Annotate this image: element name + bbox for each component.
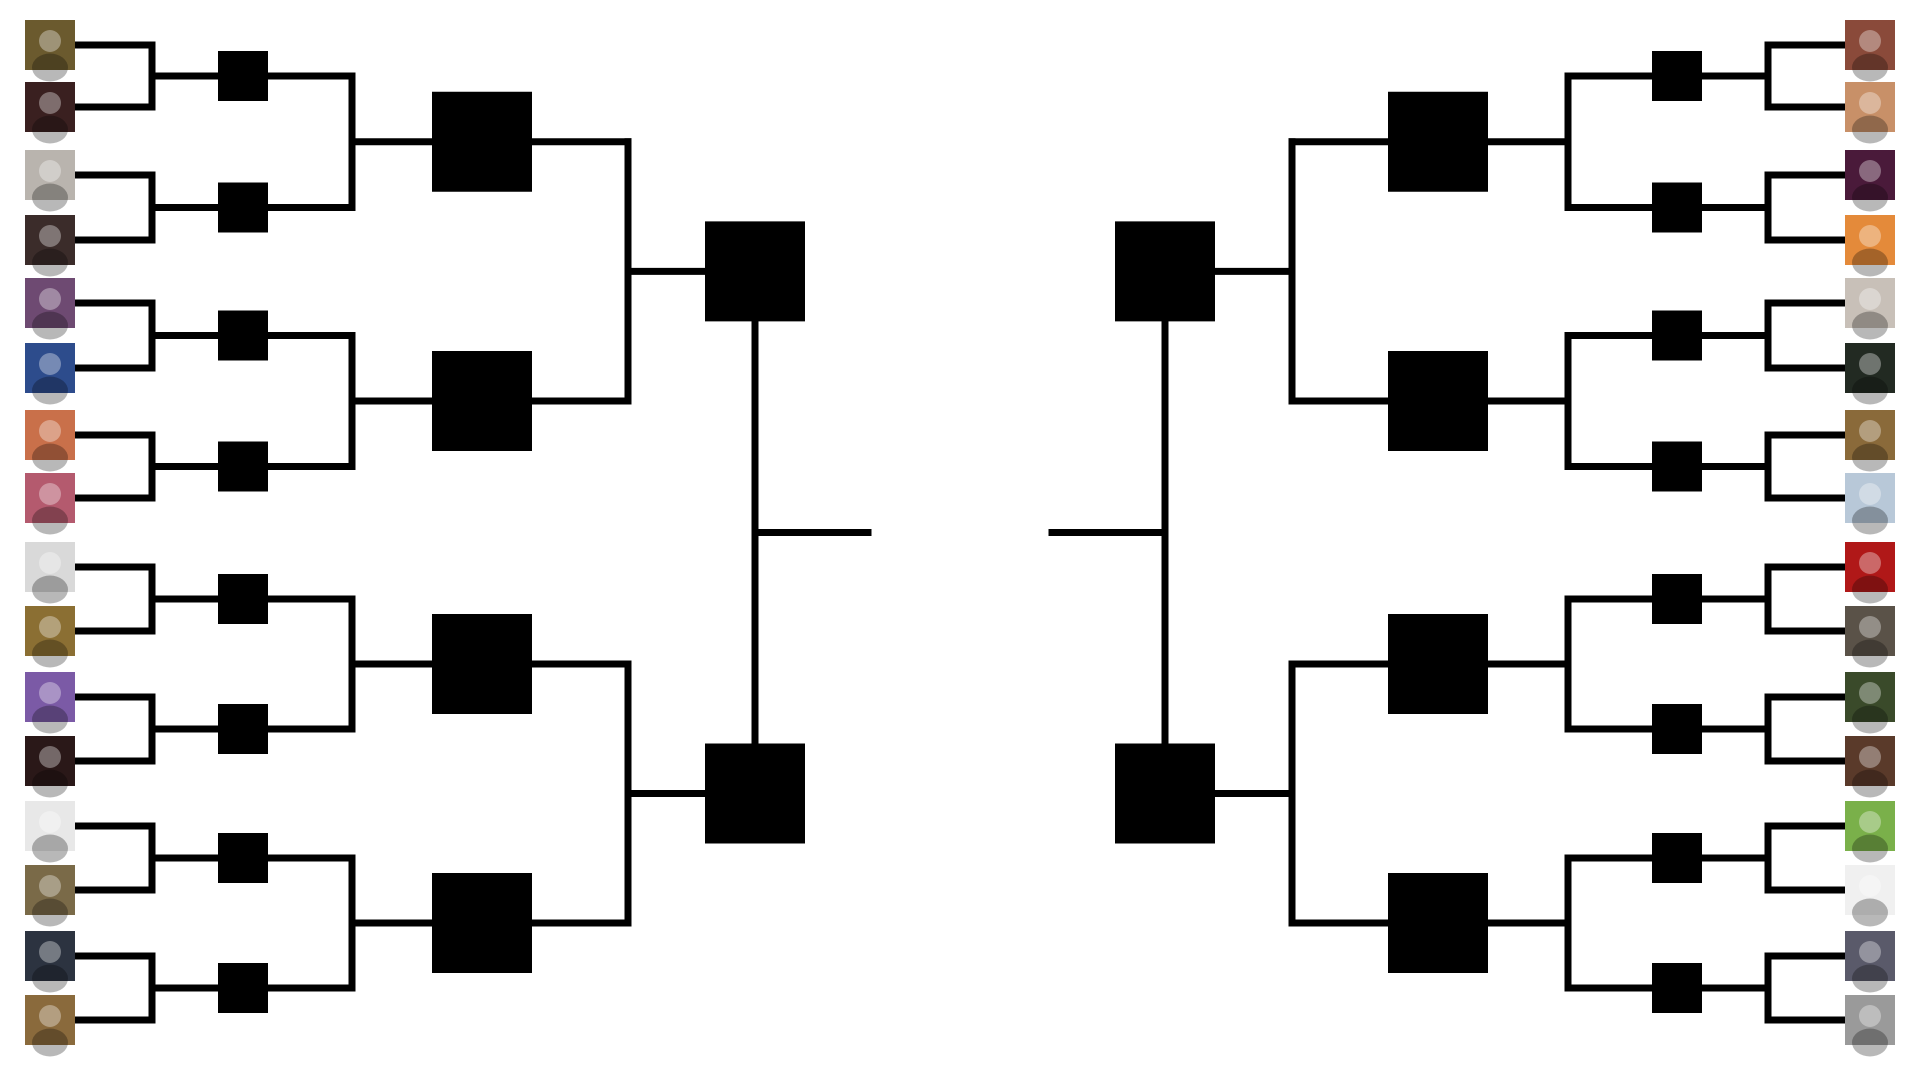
- left-entrant-4: [25, 215, 75, 277]
- right-entrant-5: [1845, 278, 1895, 340]
- bracket-entrants: [25, 20, 1895, 1057]
- left-round2-slot-1: [218, 51, 268, 101]
- left-round2-slot-3: [218, 310, 268, 361]
- left-round2-slot-6: [218, 704, 268, 754]
- left-entrant-2: [25, 82, 75, 144]
- left-round2-slot-5: [218, 574, 268, 624]
- right-entrant-4: [1845, 215, 1895, 277]
- left-semifinal-slot-2: [705, 743, 805, 844]
- left-round2-slot-2: [218, 182, 268, 233]
- left-entrant-7: [25, 410, 75, 472]
- left-entrant-15: [25, 931, 75, 993]
- right-round2-slot-1: [1652, 51, 1702, 101]
- right-entrant-6: [1845, 343, 1895, 405]
- right-entrant-10: [1845, 606, 1895, 668]
- right-entrant-13: [1845, 801, 1895, 863]
- left-entrant-9: [25, 542, 75, 604]
- right-entrant-14: [1845, 865, 1895, 927]
- right-semifinal-slot-1: [1115, 221, 1215, 322]
- right-entrant-8: [1845, 473, 1895, 535]
- left-round3-slot-1: [432, 91, 532, 192]
- right-semifinal-slot-2: [1115, 743, 1215, 844]
- left-round2-slot-7: [218, 833, 268, 883]
- right-round2-slot-3: [1652, 310, 1702, 361]
- right-round2-slot-6: [1652, 704, 1702, 754]
- right-round2-slot-8: [1652, 963, 1702, 1013]
- right-entrant-12: [1845, 736, 1895, 798]
- right-entrant-2: [1845, 82, 1895, 144]
- left-entrant-1: [25, 20, 75, 82]
- left-round3-slot-2: [432, 351, 532, 451]
- right-entrant-3: [1845, 150, 1895, 212]
- right-entrant-15: [1845, 931, 1895, 993]
- left-round3-slot-3: [432, 614, 532, 714]
- left-semifinal-slot-1: [705, 221, 805, 322]
- right-round2-slot-7: [1652, 833, 1702, 883]
- right-round2-slot-2: [1652, 182, 1702, 233]
- left-entrant-12: [25, 736, 75, 798]
- left-entrant-16: [25, 995, 75, 1057]
- left-entrant-3: [25, 150, 75, 212]
- right-entrant-11: [1845, 672, 1895, 734]
- left-round2-slot-4: [218, 441, 268, 492]
- left-entrant-8: [25, 473, 75, 535]
- bracket-lines: [71, 41, 1849, 1024]
- right-entrant-9: [1845, 542, 1895, 604]
- right-entrant-1: [1845, 20, 1895, 82]
- left-entrant-10: [25, 606, 75, 668]
- left-entrant-6: [25, 343, 75, 405]
- left-entrant-14: [25, 865, 75, 927]
- right-round3-slot-3: [1388, 614, 1488, 714]
- right-round2-slot-5: [1652, 574, 1702, 624]
- left-entrant-11: [25, 672, 75, 734]
- right-round3-slot-2: [1388, 351, 1488, 451]
- right-round3-slot-1: [1388, 91, 1488, 192]
- left-entrant-13: [25, 801, 75, 863]
- right-round2-slot-4: [1652, 441, 1702, 492]
- bracket-slots: [218, 51, 1702, 1013]
- right-round3-slot-4: [1388, 873, 1488, 973]
- left-round3-slot-4: [432, 873, 532, 973]
- right-entrant-16: [1845, 995, 1895, 1057]
- right-entrant-7: [1845, 410, 1895, 472]
- left-round2-slot-8: [218, 963, 268, 1013]
- left-entrant-5: [25, 278, 75, 340]
